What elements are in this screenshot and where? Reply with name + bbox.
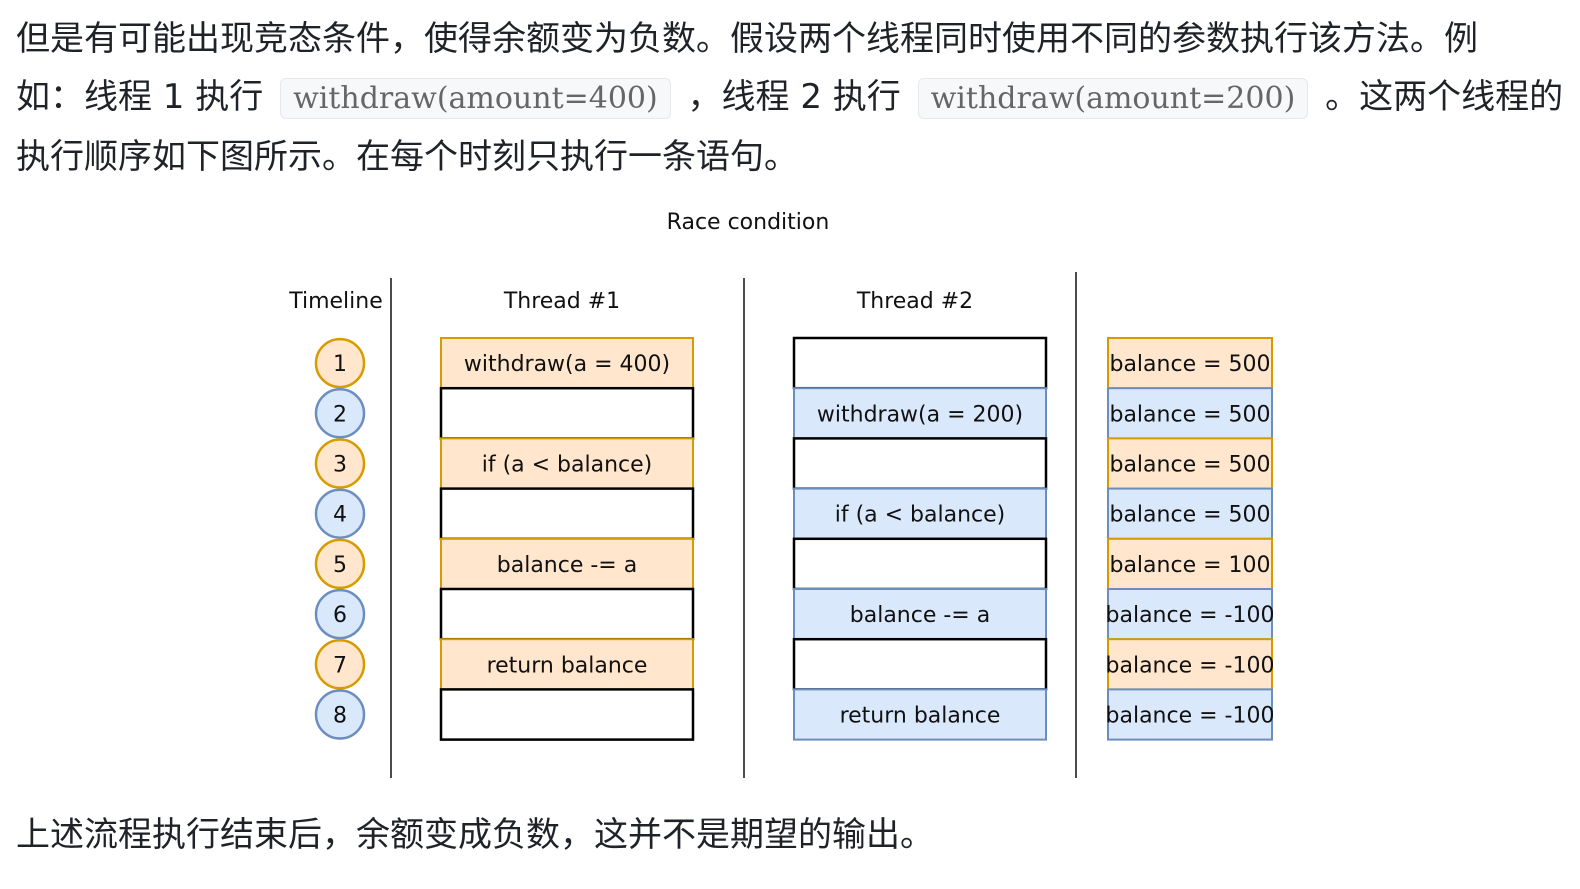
thread2-cell (792, 437, 1048, 490)
thread1-cell (440, 537, 694, 590)
thread1-cell (440, 337, 694, 390)
thread1-cell (439, 487, 695, 541)
balance-cell (1107, 487, 1273, 540)
step-number: 6 (333, 603, 347, 628)
step-circle (314, 337, 366, 389)
intro-paragraph: 但是有可能出现竞态条件，使得余额变为负数。假设两个线程同时使用不同的参数执行该方… (16, 10, 1566, 186)
thread1-statement: balance -= a (497, 553, 637, 578)
thread2-cell (792, 336, 1048, 390)
step-circle (314, 639, 366, 690)
balance-cell (1107, 437, 1273, 490)
intro-line-2-a: 如：线程 1 执行 (16, 77, 264, 117)
intro-line-2: 如：线程 1 执行 withdraw(amount=400) ，线程 2 执行 … (16, 68, 1566, 128)
balance-value: balance = -100 (1106, 653, 1275, 678)
step-number: 8 (333, 704, 347, 729)
intro-line-3: 执行顺序如下图所示。在每个时刻只执行一条语句。 (16, 137, 798, 177)
thread2-statement: if (a < balance) (835, 503, 1006, 528)
balance-value: balance = -100 (1106, 704, 1275, 729)
balance-value: balance = 500 (1109, 402, 1270, 427)
inline-code-thread2: withdraw(amount=200) (917, 78, 1309, 119)
step-number: 7 (333, 653, 347, 678)
outro-paragraph: 上述流程执行结束后，余额变成负数，这并不是期望的输出。 (16, 815, 934, 855)
intro-line-1: 但是有可能出现竞态条件，使得余额变为负数。假设两个线程同时使用不同的参数执行该方… (16, 19, 1478, 59)
step-number: 1 (333, 352, 347, 377)
thread1-statement: withdraw(a = 400) (464, 352, 670, 377)
thread2-statement: return balance (840, 704, 1001, 729)
balance-cell (1107, 337, 1273, 390)
step-circle (314, 438, 366, 489)
step-number: 4 (333, 503, 347, 528)
thread1-header: Thread #1 (503, 289, 620, 314)
timeline-steps: 1 2 3 4 5 6 7 8 (314, 337, 366, 740)
balance-value: balance = 500 (1109, 453, 1270, 478)
balance-cell (1107, 537, 1273, 590)
intro-line-2-c: 。这两个线程的 (1325, 77, 1564, 117)
thread1-cell (439, 587, 695, 641)
balance-cell (1107, 588, 1273, 641)
thread2-cell (793, 688, 1047, 741)
diagram-title: Race condition (667, 210, 830, 235)
step-circle (314, 538, 366, 590)
thread1-statement: return balance (487, 653, 648, 678)
timeline-header: Timeline (288, 289, 383, 314)
thread1-cell (439, 688, 695, 741)
step-circle (314, 689, 366, 740)
balance-cell (1107, 688, 1273, 741)
balance-value: balance = 100 (1109, 553, 1270, 578)
balance-cell (1107, 638, 1273, 691)
thread2-cell (793, 387, 1047, 440)
thread2-header: Thread #2 (856, 289, 973, 314)
thread1-cell (439, 386, 695, 440)
thread2-cell (792, 637, 1048, 691)
thread1-cell (440, 437, 694, 490)
thread1-column: withdraw(a = 400) if (a < balance) balance… (439, 337, 695, 741)
thread2-cell (793, 487, 1047, 540)
step-circle (314, 388, 366, 439)
step-circle (314, 588, 366, 640)
step-number: 2 (333, 402, 347, 427)
thread2-statement: withdraw(a = 200) (817, 402, 1023, 427)
thread2-cell (792, 537, 1048, 591)
intro-line-2-b: ，线程 2 执行 (687, 77, 901, 117)
balance-column: balance = 500 balance = 500 balance = 500 b… (1106, 337, 1275, 741)
balance-value: balance = 500 (1109, 503, 1270, 528)
step-number: 3 (333, 453, 347, 478)
thread2-column: withdraw(a = 200) if (a < balance) balance… (792, 336, 1048, 741)
balance-value: balance = -100 (1106, 603, 1275, 628)
thread1-cell (440, 638, 694, 691)
step-circle (314, 488, 366, 539)
inline-code-thread1: withdraw(amount=400) (280, 78, 671, 119)
balance-value: balance = 500 (1109, 352, 1270, 377)
thread2-statement: balance -= a (850, 603, 990, 628)
balance-cell (1107, 387, 1273, 440)
thread1-statement: if (a < balance) (482, 453, 653, 478)
step-number: 5 (333, 553, 347, 578)
